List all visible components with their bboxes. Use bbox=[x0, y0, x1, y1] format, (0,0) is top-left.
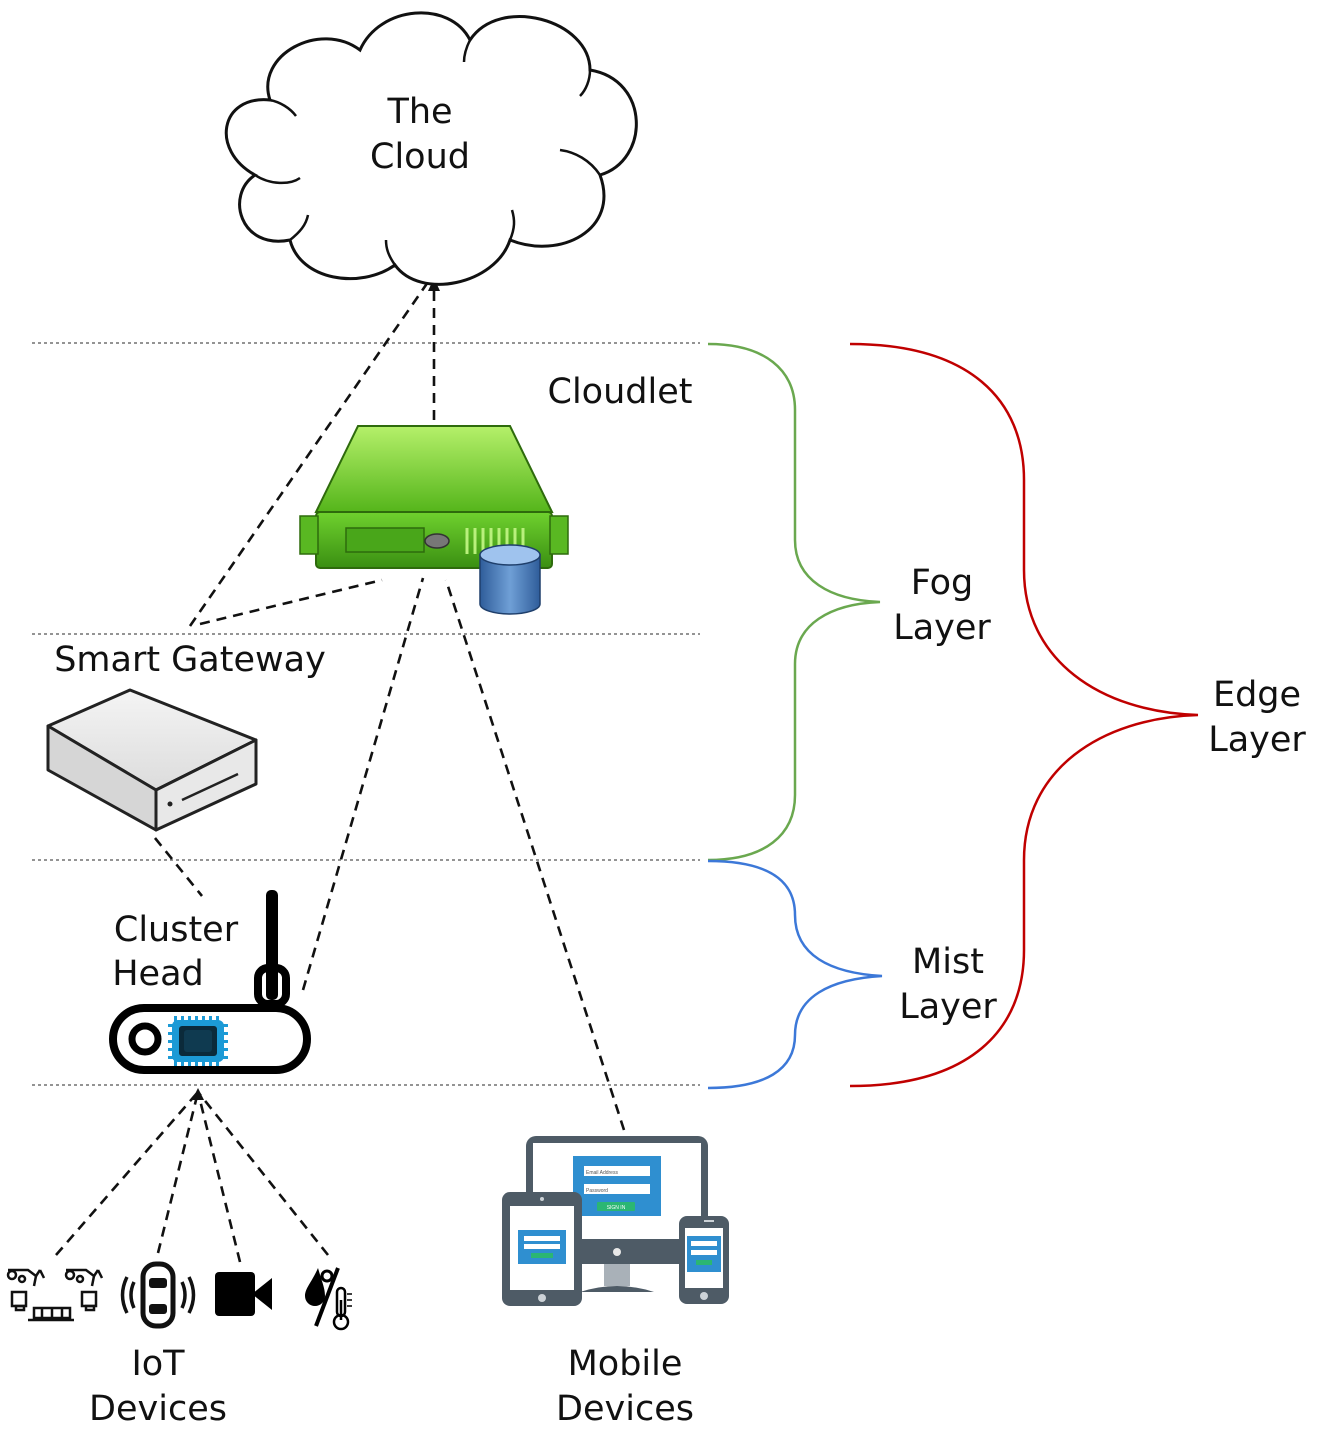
mist-layer-line1: Mist bbox=[912, 942, 984, 982]
car-to-clusterhead-link bbox=[156, 1091, 200, 1254]
robot-arms-icon bbox=[6, 1268, 104, 1322]
gateway-to-clusterhead-link bbox=[153, 837, 204, 897]
iot-devices-line2: Devices bbox=[89, 1389, 227, 1429]
mobile-devices-line2: Devices bbox=[556, 1389, 694, 1429]
fog-layer-brace bbox=[707, 342, 881, 862]
monitor-password-field: Password bbox=[586, 1188, 608, 1194]
gateway-to-cloud-link bbox=[188, 281, 430, 627]
gateway-to-cloudlet-link bbox=[199, 578, 383, 626]
tablet-icon bbox=[502, 1192, 582, 1306]
mobile-devices-line1: Mobile bbox=[568, 1344, 683, 1384]
gateway-box-icon bbox=[46, 688, 258, 832]
cluster-head-line2: Head bbox=[112, 954, 204, 994]
mist-layer-line2: Layer bbox=[899, 987, 997, 1027]
server-icon bbox=[299, 425, 569, 569]
database-icon bbox=[479, 544, 541, 615]
edge-layer-line2: Layer bbox=[1208, 720, 1306, 760]
connections bbox=[55, 281, 626, 1263]
camera-to-clusterhead-link bbox=[196, 1091, 242, 1263]
monitor-email-field: Email Address bbox=[586, 1170, 618, 1176]
edge-layer-line1: Edge bbox=[1213, 675, 1301, 715]
fog-layer-line1: Fog bbox=[911, 563, 974, 603]
cloud-title-line1: The bbox=[386, 92, 452, 132]
mobile-to-cloudlet-link bbox=[444, 579, 626, 1131]
cloud-icon bbox=[224, 11, 638, 286]
cloudlet-label: Cloudlet bbox=[548, 372, 693, 412]
edge-layer-brace bbox=[849, 342, 1199, 1088]
fog-layer-line2: Layer bbox=[893, 608, 991, 648]
clusterhead-arrowhead bbox=[192, 1088, 204, 1100]
humidity-temperature-icon bbox=[305, 1267, 352, 1331]
cloud-title-line2: Cloud bbox=[370, 137, 470, 177]
robots-to-clusterhead-link bbox=[55, 1091, 199, 1256]
phone-icon bbox=[679, 1216, 729, 1304]
cluster-head-line1: Cluster bbox=[114, 910, 239, 950]
mist-layer-brace bbox=[707, 859, 883, 1090]
smart-car-icon bbox=[120, 1261, 196, 1329]
video-camera-icon bbox=[215, 1272, 272, 1316]
monitor-signin-button: SIGN IN bbox=[607, 1205, 626, 1211]
smart-gateway-label: Smart Gateway bbox=[54, 640, 326, 680]
clusterhead-to-cloudlet-link bbox=[301, 577, 425, 991]
router-icon bbox=[109, 890, 311, 1074]
iot-devices-line1: IoT bbox=[131, 1344, 185, 1384]
sensor-to-clusterhead-link bbox=[196, 1091, 330, 1256]
